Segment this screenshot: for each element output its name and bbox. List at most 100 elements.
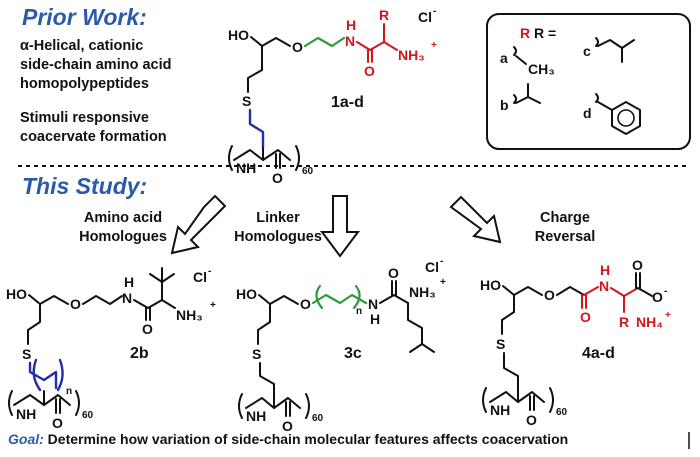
- amino-label-line-2: Homologues: [79, 229, 167, 245]
- c3-backbone-carbonyl: [285, 401, 291, 417]
- compound-1-structure: HO O N H O R NH₃ + Cl - S O NH 60 1a-d: [228, 6, 437, 186]
- c4-ether-o: O: [544, 287, 555, 303]
- r-c-isobutyl: [595, 37, 635, 63]
- c1-chloride: Cl: [418, 9, 432, 25]
- c2-sulfur: S: [22, 346, 31, 362]
- c3-amide-chain: [379, 294, 409, 304]
- c1-ho: HO: [228, 27, 249, 43]
- charge-label-line-1: Charge: [540, 210, 590, 226]
- c2-backbone-carbonyl: [55, 398, 61, 414]
- r-option-c: c: [583, 43, 591, 59]
- this-study-heading: This Study:: [22, 173, 148, 199]
- compound-1-label: 1a-d: [331, 94, 364, 111]
- amino-label-line-1: Amino acid: [83, 210, 163, 226]
- linker-label-line-2: Homologues: [234, 229, 322, 245]
- prior-line-1: α-Helical, cationic: [20, 38, 144, 54]
- c3-ho: HO: [236, 286, 257, 302]
- c2-chloride: Cl: [193, 269, 207, 285]
- goal-statement: Goal: Determine how variation of side-ch…: [8, 431, 568, 447]
- c1-nh3: NH₃: [398, 47, 425, 63]
- c2-backbone-nh: NH: [16, 406, 36, 422]
- c4-sidechain: [503, 352, 519, 391]
- c3-n-brackets: [315, 284, 361, 310]
- c2-amide-chain: [133, 299, 176, 309]
- c1-amide-chain: [356, 41, 398, 51]
- compound-3-structure: HO O n N H O NH₃ + Cl - S O NH 60: [236, 256, 446, 434]
- c3-carbonyl: [391, 280, 397, 296]
- r-box-title: R =: [534, 25, 556, 41]
- c4-amide-h: H: [600, 262, 610, 278]
- compound-2-label: 2b: [130, 345, 149, 362]
- c3-backbone-nh: NH: [246, 408, 266, 424]
- c4-r-group: R: [619, 314, 629, 330]
- c1-backbone-o: O: [272, 170, 283, 186]
- prior-description: α-Helical, cationic side-chain amino aci…: [20, 37, 172, 94]
- prior-line-2: side-chain amino acid: [20, 57, 172, 73]
- c2-chloride-minus: -: [208, 266, 211, 277]
- c1-blue-sidechain: [248, 108, 265, 150]
- c1-r-group: R: [379, 7, 389, 23]
- r-a-ch3: CH₃: [528, 61, 555, 77]
- prior-line-5: coacervate formation: [20, 129, 167, 145]
- compound-2-structure: HO O N H O NH₃ + Cl - S n O NH 60: [6, 266, 216, 431]
- c2-dp-60: 60: [82, 410, 94, 421]
- c4-dp-60: 60: [556, 407, 568, 418]
- c4-backbone-top: [502, 285, 543, 296]
- c2-polymer-brackets: [8, 390, 80, 416]
- c3-chloride: Cl: [425, 259, 439, 275]
- c2-sulfur-linker: [27, 303, 41, 345]
- c3-sulfur-linker: [257, 303, 271, 345]
- c2-ether-o: O: [70, 296, 81, 312]
- linker-homologues-label: Linker Homologues: [228, 209, 328, 247]
- c3-backbone-o: O: [282, 418, 293, 434]
- prior-line-3: homopolypeptides: [20, 76, 149, 92]
- c2-n-brackets: [32, 358, 64, 392]
- c4-carboxyl-o: O: [632, 257, 643, 273]
- r-a-methyl-bond: [513, 46, 527, 65]
- c1-ether-o: O: [292, 39, 303, 55]
- charge-label-line-2: Reversal: [534, 229, 596, 245]
- goal-text: Determine how variation of side-chain mo…: [43, 431, 569, 447]
- c3-amide-h: H: [370, 311, 380, 327]
- c2-polymer-backbone: [13, 394, 71, 406]
- c2-carbonyl: [145, 307, 151, 321]
- linker-label-line-1: Linker: [256, 210, 300, 226]
- prior-line-4: Stimuli responsive: [20, 110, 149, 126]
- arrow-amino-acid: [170, 194, 227, 255]
- c4-ho: HO: [480, 277, 501, 293]
- c3-chloride-minus: -: [440, 256, 443, 267]
- c3-amide-n: N: [368, 296, 378, 312]
- c2-nh3-plus: +: [210, 300, 216, 311]
- c1-backbone-nh: NH: [236, 160, 256, 176]
- r-group-box: [486, 13, 691, 150]
- c3-isobutyl: [407, 302, 435, 353]
- c3-subscript-n: n: [356, 306, 362, 317]
- c3-sulfur: S: [252, 346, 261, 362]
- r-b-isopropyl: [513, 83, 541, 104]
- c4-backbone-o: O: [526, 412, 537, 428]
- c1-nh3-plus: +: [431, 40, 437, 51]
- c2-nh3: NH₃: [176, 307, 203, 323]
- c3-green-linker: [311, 293, 368, 305]
- c1-amide-h: H: [346, 17, 356, 33]
- c3-sidechain: [259, 362, 275, 397]
- c2-isopropyl: [149, 267, 175, 301]
- c4-carboxylate-bond: [637, 287, 653, 297]
- c4-nh4: NH₄: [636, 314, 663, 330]
- c2-ho: HO: [6, 286, 27, 302]
- arrow-linker: [320, 195, 360, 258]
- arrow-charge-reversal: [449, 195, 502, 244]
- c2-carbonyl-o: O: [142, 321, 153, 337]
- c4-sulfur-linker: [501, 294, 515, 335]
- c4-glycolyl: [556, 286, 585, 296]
- r-group-legend: R R = a CH₃ b c d: [486, 13, 691, 150]
- c1-amide-n: N: [345, 33, 355, 49]
- r-option-a: a: [500, 50, 508, 66]
- c1-dp-60: 60: [302, 166, 314, 177]
- amino-acid-homologues-label: Amino acid Homologues: [68, 209, 178, 247]
- c1-ethyl-linker: [303, 36, 346, 48]
- c1-backbone-top: [250, 36, 291, 47]
- c4-sulfur: S: [496, 336, 505, 352]
